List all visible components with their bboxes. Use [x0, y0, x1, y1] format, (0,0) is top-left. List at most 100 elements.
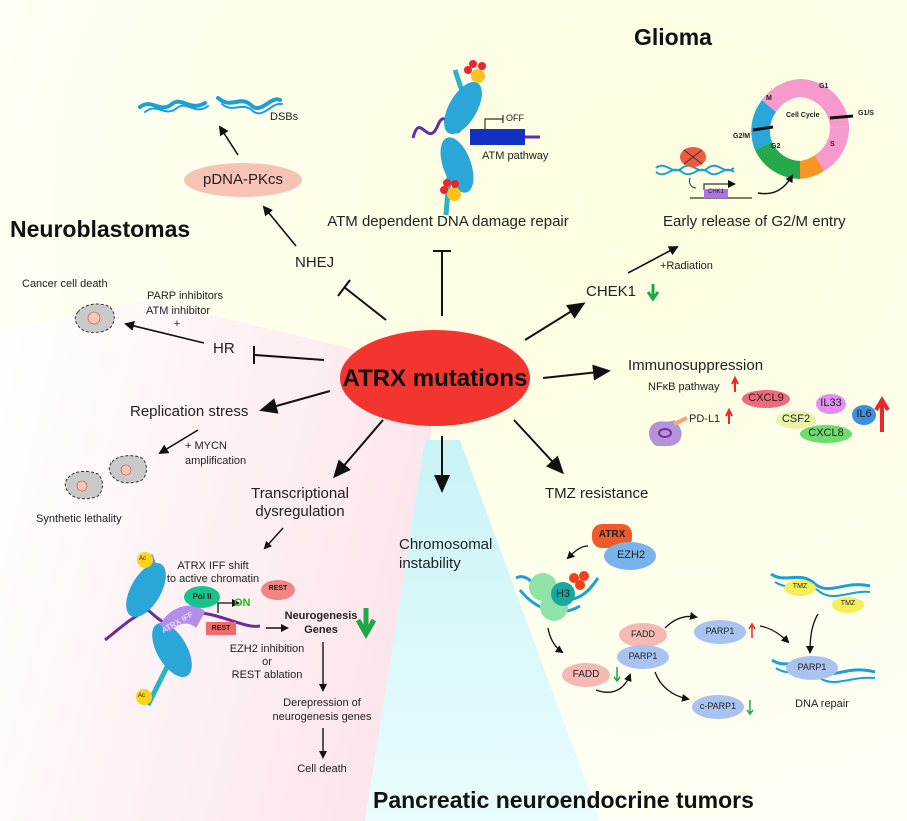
neuroblastoma-region-bg	[0, 300, 440, 821]
amplification-label: amplification	[185, 455, 247, 467]
csf2-label: CSF2	[781, 413, 811, 425]
arrow-complex-cparp1	[654, 671, 690, 702]
off-label: OFF	[506, 113, 524, 123]
dysregulation-label: dysregulation	[255, 503, 345, 520]
arrow-h3-fadd	[547, 627, 564, 654]
tmz-node-2	[832, 597, 864, 613]
arrow-replication	[259, 390, 331, 414]
arrow-complex-parp1	[664, 611, 698, 629]
mycn-label: + MYCN	[185, 440, 227, 452]
chek1-label: CHEK1	[586, 283, 637, 300]
region-title-neuroblastomas: Neuroblastomas	[10, 216, 191, 242]
ezh2-inhibition-label: EZH2 inhibition	[229, 643, 305, 655]
chk1-gene-box	[704, 189, 728, 198]
replication-stress-label: Replication stress	[130, 403, 249, 420]
nfkb-up-arrow	[731, 375, 739, 392]
parp-inhibitors-label: PARP inhibitors	[146, 290, 224, 302]
cytokine-cxcl9	[742, 390, 790, 408]
atrx-tmz-label: ATRX	[598, 529, 626, 540]
fadd-complex-node	[619, 623, 667, 647]
pdna-pkcs-node[interactable]	[184, 163, 302, 197]
cytokine-cxcl8	[800, 425, 852, 443]
or-label: or	[262, 656, 272, 668]
arrow-fadd-complex	[595, 673, 632, 693]
derepression-label: Derepression of	[283, 697, 361, 709]
il33-label: IL33	[820, 397, 842, 409]
cancer-cell-icon	[74, 303, 115, 333]
parp1-repair-label: PARP1	[797, 662, 827, 672]
atm-gene-box	[470, 129, 525, 145]
dsb-dna-icon	[138, 96, 283, 115]
atm-repair-label: ATM dependent DNA damage repair	[327, 213, 569, 230]
cytokine-csf2	[776, 411, 816, 429]
off-promoter-icon	[484, 115, 504, 129]
ezh2-label: EZH2	[616, 549, 646, 561]
plus-label: +	[173, 318, 181, 330]
arrow-atrx-h3	[566, 545, 589, 560]
inhibit-line-hr	[254, 354, 325, 361]
arrow-nhej-pdna	[262, 205, 297, 247]
ac-top-label: Ac	[139, 556, 147, 562]
fadd-down-arrow	[613, 667, 621, 683]
cxcl8-label: CXCL8	[808, 427, 844, 439]
rest-bound-label: REST	[211, 625, 231, 632]
ezh2-node	[604, 542, 656, 570]
atm-inhibitor-label: ATM inhibitor	[146, 305, 210, 317]
region-title-glioma: Glioma	[634, 24, 712, 50]
atrx-mutations-node[interactable]	[340, 330, 530, 426]
arrow-chk1-cellcycle	[757, 174, 794, 195]
rest-free-node	[261, 580, 295, 600]
arrow-tmz-repair	[806, 613, 819, 654]
inhibit-bar-nhej	[337, 279, 351, 297]
parp1-node	[694, 620, 746, 644]
immune-cell-icon	[649, 416, 688, 447]
instability-label: instability	[399, 555, 461, 572]
hr-label: HR	[213, 340, 235, 357]
on-label: ON	[234, 597, 251, 609]
transcriptional-label: Transcriptional	[251, 485, 349, 502]
arrow-immuno	[542, 364, 611, 381]
atm-pathway-label: ATM pathway	[482, 150, 549, 162]
immunosuppression-label: Immunosuppression	[628, 357, 764, 374]
fadd-node	[562, 663, 610, 687]
tmz-label-1: TMZ	[792, 583, 808, 590]
fadd-complex-label: FADD	[630, 629, 656, 639]
arrow-parp1-repair	[759, 625, 790, 644]
h3-nucleosome-icon	[515, 571, 600, 621]
inhibit-line-nhej	[343, 286, 387, 321]
neurogenesis-label: Neurogenesis	[284, 610, 358, 622]
checkpoint-g2m: G2/M	[733, 133, 751, 140]
nhej-label: NHEJ	[295, 254, 335, 271]
arrow-chek1-radiation	[627, 246, 679, 274]
nfkb-label: NFκB pathway	[648, 381, 720, 393]
chk1-dna-icon	[655, 147, 752, 199]
arrow-pdna-dsbs	[218, 125, 239, 156]
parp1-repair-node	[786, 656, 838, 680]
cancer-cell-death-label: Cancer cell death	[22, 278, 108, 290]
parp1-complex-node	[617, 645, 669, 669]
neurogenesis-down-arrow	[355, 608, 377, 640]
parp1-label: PARP1	[705, 626, 735, 636]
cell-death-label: Cell death	[297, 763, 347, 775]
atrx-mutations-label: ATRX mutations	[342, 365, 528, 392]
ac-bottom-label: Ac	[138, 693, 146, 699]
arrow-hr-cancerdeath	[124, 321, 205, 344]
pdna-pkcs-label: pDNA-PKcs	[202, 171, 284, 188]
arrow-replication-lethality	[158, 429, 199, 455]
synthetic-lethality-label: Synthetic lethality	[36, 513, 122, 525]
pol2-label: Pol II	[192, 592, 212, 601]
tmz-node-1	[784, 580, 816, 596]
arrow-chek1	[524, 302, 586, 341]
cytokines-up-arrow	[874, 396, 890, 432]
cxcl9-label: CXCL9	[748, 392, 784, 404]
c-parp1-down-arrow	[746, 700, 754, 716]
chk1-box-label: CHK1	[708, 189, 725, 195]
chek1-down-arrow	[646, 284, 660, 302]
tmz-label-2: TMZ	[840, 600, 856, 607]
h3-label: H3	[555, 588, 571, 600]
rest-bound-box	[206, 622, 236, 635]
c-parp1-label: c-PARP1	[699, 701, 737, 711]
arrow-tmz	[513, 419, 565, 475]
cell-cycle-ring	[751, 79, 854, 179]
